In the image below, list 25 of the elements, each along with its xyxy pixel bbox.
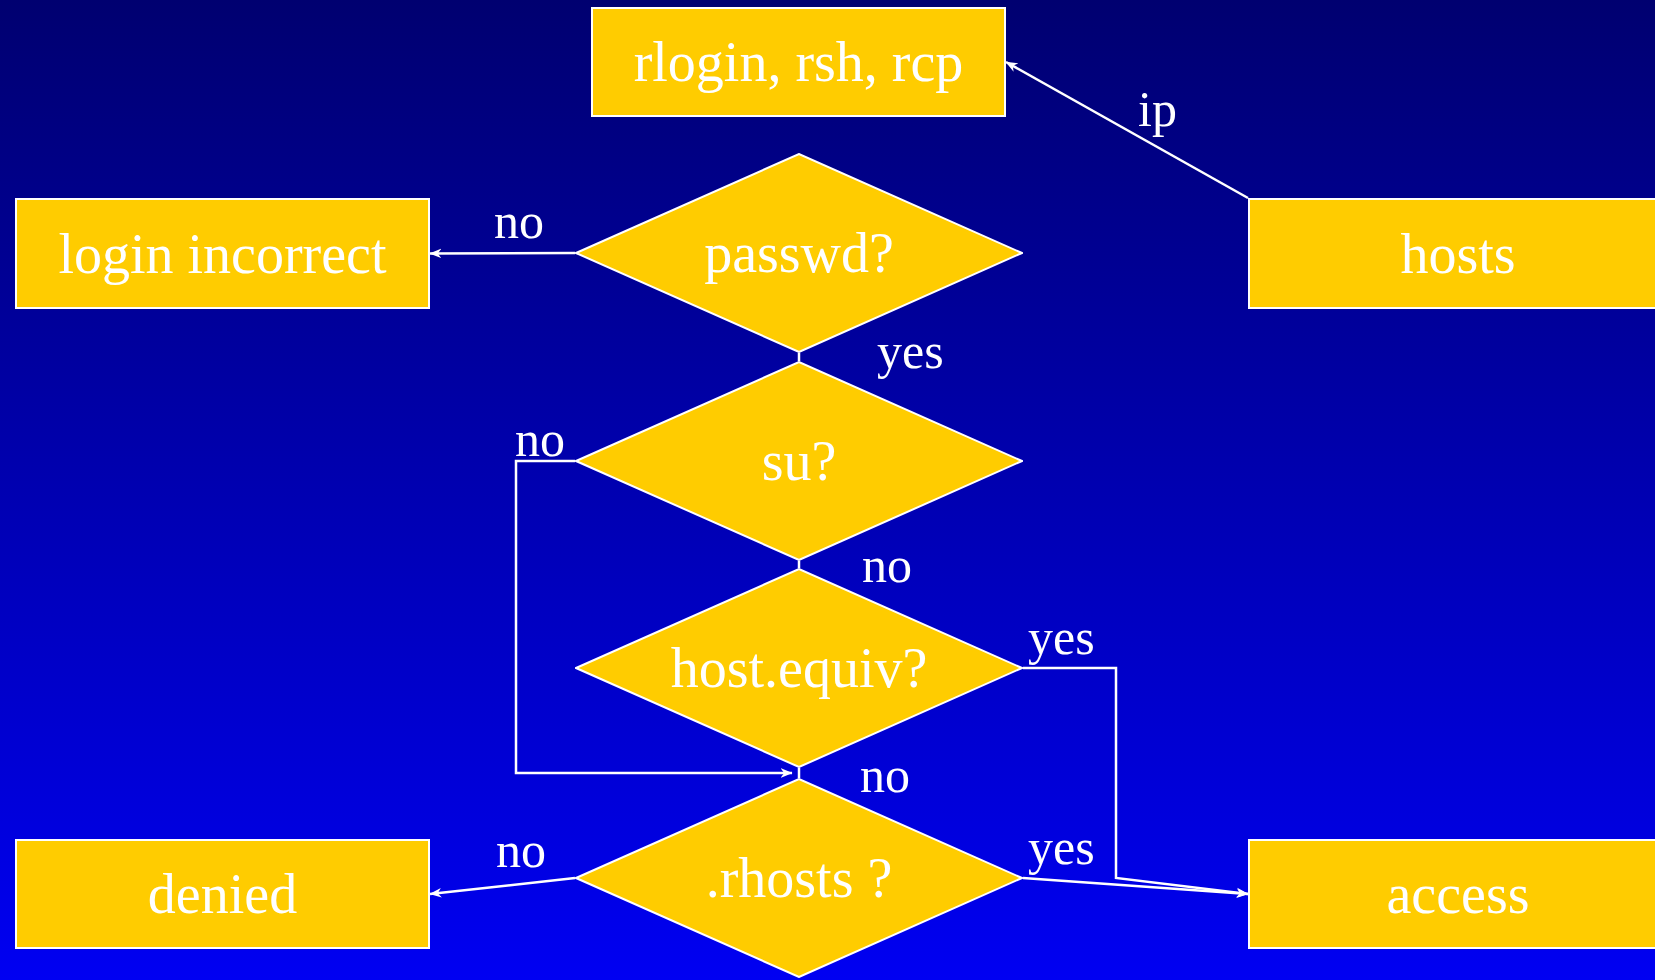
process-box [1248,839,1655,949]
box-label: denied [147,862,298,926]
edge-label: no [494,196,544,246]
arrow [514,459,793,778]
arrow [429,876,576,898]
edge-label: no [860,750,910,800]
edge-label: no [496,825,546,875]
process-box [15,198,430,309]
process-box [15,839,430,949]
arrow [1005,60,1249,200]
edge-label: no [515,414,565,464]
arrow [1023,666,1249,898]
box-label: access [1386,862,1530,926]
process-box [1248,198,1655,309]
arrow [1022,876,1249,898]
decision-text: host.equiv? [670,636,928,700]
box-label: login incorrect [58,221,387,286]
decision-text: .rhosts ? [705,846,893,910]
box-label: rlogin, rsh, rcp [633,30,964,94]
decision-text: passwd? [704,221,894,285]
decision-text: su? [761,429,837,493]
box-label: hosts [1400,221,1516,286]
process-box [591,7,1006,117]
edge-label: no [862,540,912,590]
arrow [429,248,575,259]
